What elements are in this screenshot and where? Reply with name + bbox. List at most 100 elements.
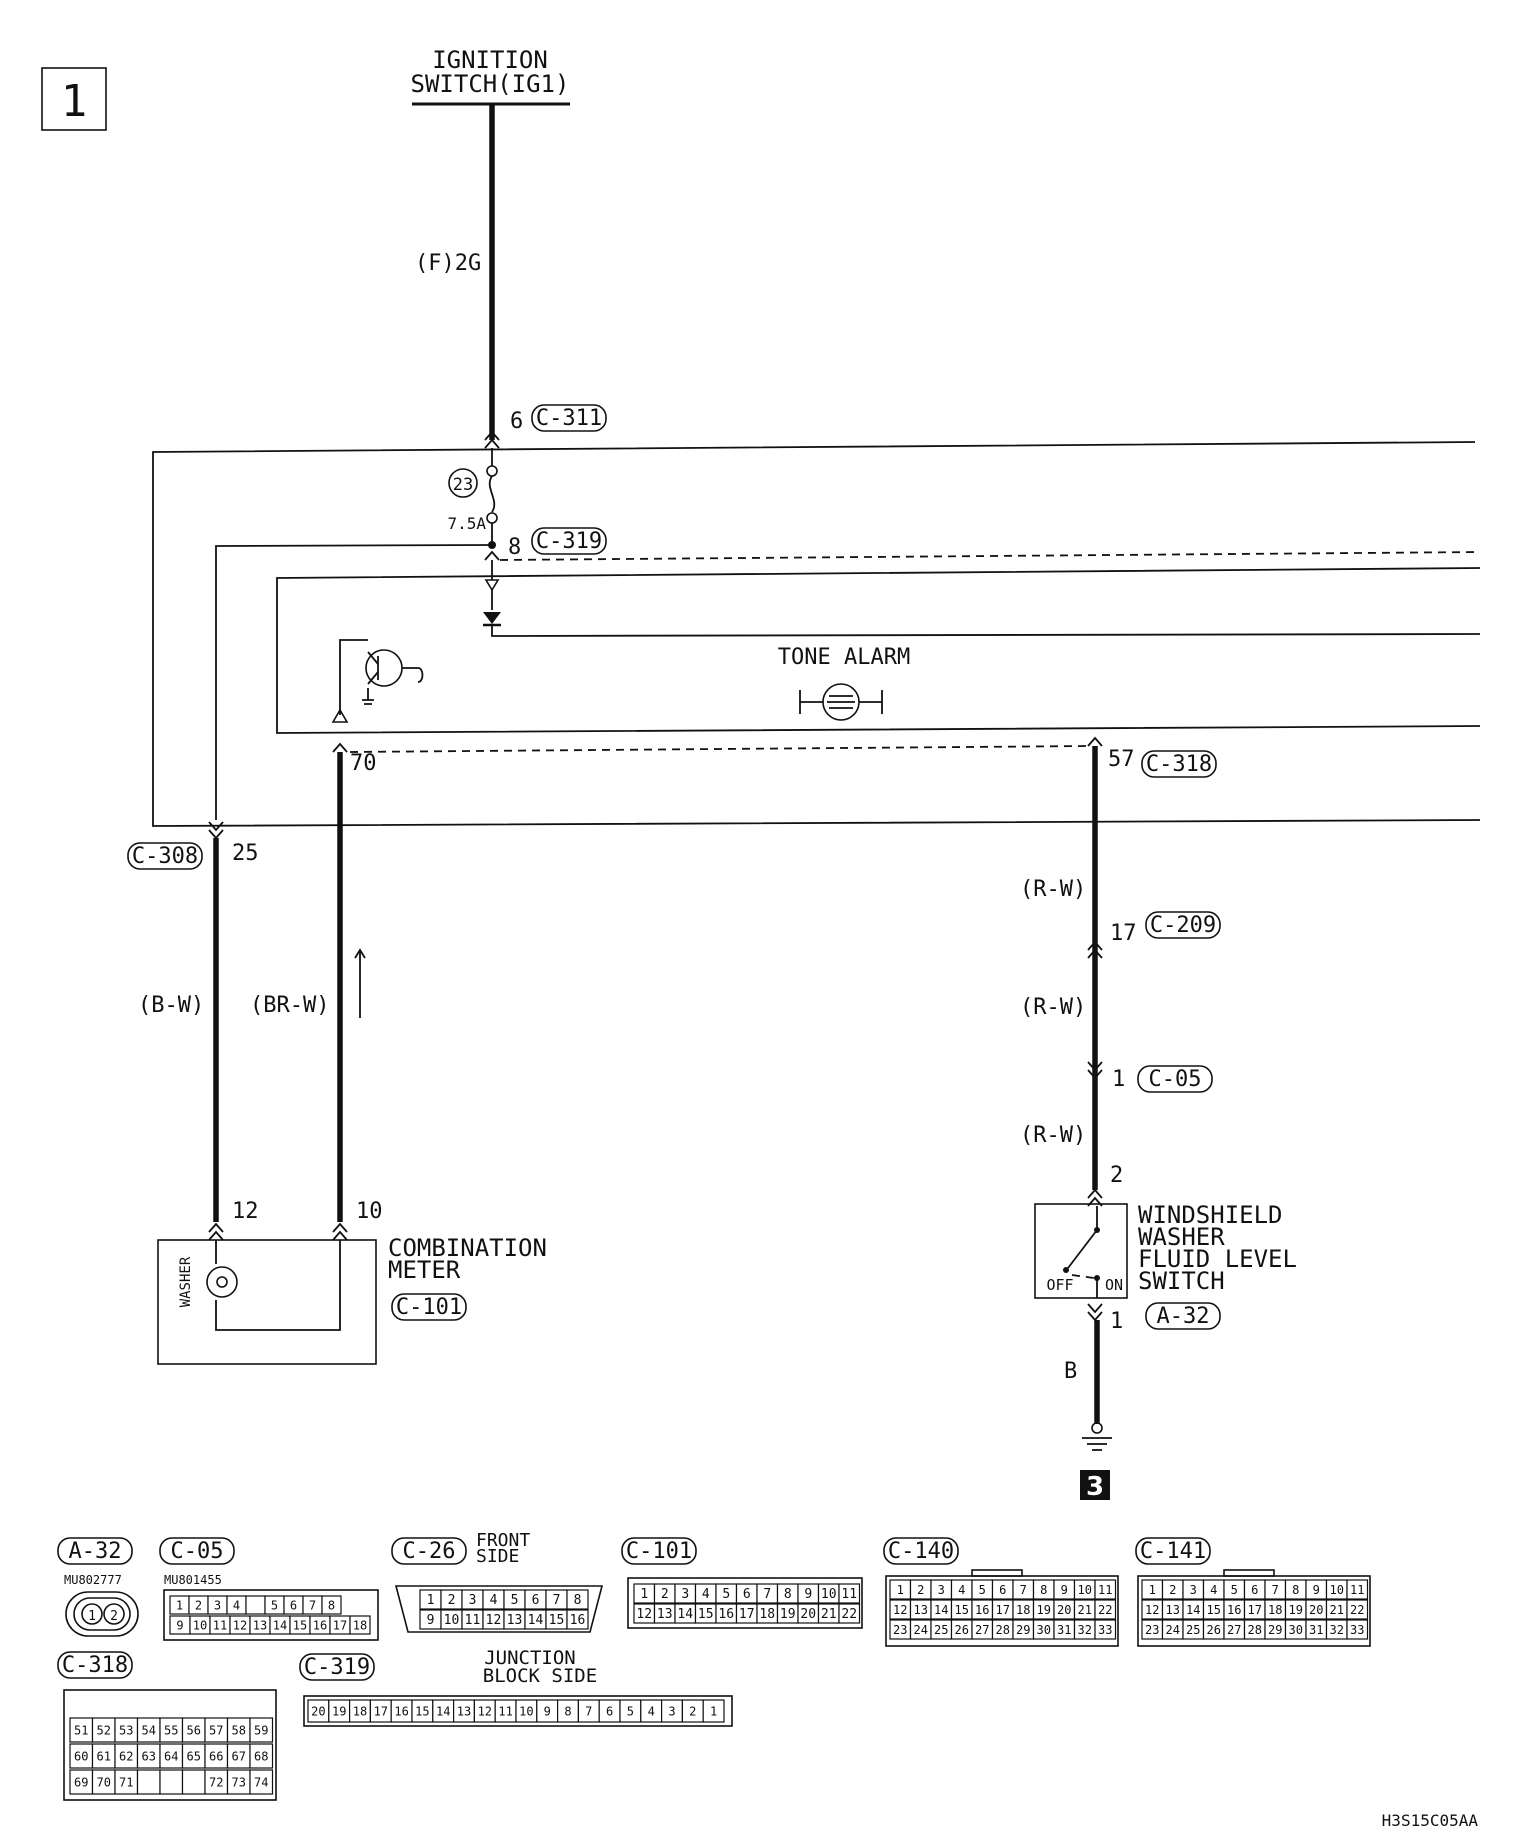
legend-c319-name: C-319: [304, 1655, 370, 1680]
c05-pin: 11: [213, 1618, 227, 1632]
c101-pin: 9: [804, 1587, 812, 1602]
c319-pin: 18: [353, 1704, 367, 1718]
c319-pin: 5: [627, 1704, 634, 1718]
c319-pin: 17: [374, 1704, 388, 1718]
c318-pin: 61: [97, 1749, 111, 1763]
c319-pin: 13: [457, 1704, 471, 1718]
c140-pin: 5: [979, 1583, 986, 1597]
c140-pin: 10: [1078, 1583, 1092, 1597]
c101-pin: 3: [681, 1587, 689, 1602]
c308-name: C-308: [132, 844, 198, 869]
legend-c319-junction2: BLOCK SIDE: [483, 1665, 597, 1687]
c141-pin: 16: [1227, 1603, 1241, 1617]
c319-pin: 16: [394, 1704, 408, 1718]
switch-off-label: OFF: [1046, 1276, 1073, 1294]
c26-pin: 14: [528, 1613, 544, 1628]
connector-c308: C-308 25: [127, 821, 259, 1222]
bw-label: (B-W): [138, 993, 204, 1018]
c26-pin: 2: [448, 1593, 456, 1608]
c209-pin: 17: [1110, 921, 1137, 946]
c140-pin: 8: [1040, 1583, 1047, 1597]
c101-pin: 14: [677, 1607, 693, 1622]
c141-pin: 4: [1210, 1583, 1217, 1597]
c319-name: C-319: [536, 529, 602, 554]
c141-pin: 30: [1289, 1623, 1303, 1637]
meter-pin10: 10: [356, 1199, 383, 1224]
c101-pin: 19: [780, 1607, 796, 1622]
c05-pin: 8: [328, 1598, 335, 1612]
meter-line2: METER: [388, 1256, 461, 1284]
c05-pin: 17: [333, 1618, 347, 1632]
continuation-number: 3: [1086, 1472, 1104, 1502]
meter-line1: COMBINATION: [388, 1234, 547, 1262]
c318-pin: 69: [74, 1775, 88, 1789]
c318-pin: 67: [232, 1749, 246, 1763]
rw-wire: 57 C-318 (R-W) 17 C-209 (R-W) 1 C-05 (R-…: [1020, 736, 1221, 1190]
c101-pin: 6: [743, 1587, 751, 1602]
c05-pin: 2: [195, 1598, 202, 1612]
c318-pin: 62: [119, 1749, 133, 1763]
connector-c319: 8 C-319: [484, 527, 607, 561]
c140-pin: 14: [934, 1603, 948, 1617]
tone-alarm: TONE ALARM: [778, 645, 910, 721]
a32-pin-bottom: 1: [1110, 1309, 1123, 1334]
c318-pin: 63: [142, 1749, 156, 1763]
switch-line1: WINDSHIELD: [1138, 1201, 1283, 1229]
c318-pin: 71: [119, 1775, 133, 1789]
c141-pin: 26: [1207, 1623, 1221, 1637]
c141-pin: 23: [1145, 1623, 1159, 1637]
c318-pin: 64: [164, 1749, 178, 1763]
c141-pin: 14: [1186, 1603, 1200, 1617]
legend-c140-name: C-140: [888, 1539, 954, 1564]
c140-pin: 3: [938, 1583, 945, 1597]
direction-arrow: [354, 948, 366, 1018]
c311-pin: 6: [510, 409, 523, 434]
page-number: 1: [61, 76, 88, 127]
c319-pin: 15: [415, 1704, 429, 1718]
c05-pin: 1: [1112, 1067, 1125, 1092]
harness-outline-outer: [152, 441, 1481, 827]
c26-cell: [566, 1589, 589, 1610]
c141-pin: 19: [1289, 1603, 1303, 1617]
c101-pin: 21: [821, 1607, 837, 1622]
switch-line2: WASHER: [1138, 1223, 1225, 1251]
c318-pin: 58: [232, 1723, 246, 1737]
c319-pin: 6: [606, 1704, 613, 1718]
c101-pin: 4: [702, 1587, 710, 1602]
c319-pin: 9: [544, 1704, 551, 1718]
rw-label-2: (R-W): [1020, 995, 1086, 1020]
c140-pin: 18: [1016, 1603, 1030, 1617]
rw-label-1: (R-W): [1020, 877, 1086, 902]
c140-pin: 2: [917, 1583, 924, 1597]
c141-pin: 21: [1330, 1603, 1344, 1617]
c141-pin: 11: [1350, 1583, 1364, 1597]
c05-pin: 14: [273, 1618, 287, 1632]
c05-pin: 18: [353, 1618, 367, 1632]
c101-pin: 2: [661, 1587, 669, 1602]
c26-pin: 3: [469, 1593, 477, 1608]
wire-2g-label: (F)2G: [415, 251, 481, 276]
c318-pin: 65: [187, 1749, 201, 1763]
c140-pin: 30: [1037, 1623, 1051, 1637]
switch-on-label: ON: [1105, 1276, 1123, 1294]
brw-label: (BR-W): [250, 993, 329, 1018]
c140-pin: 29: [1016, 1623, 1030, 1637]
c318-cell: [249, 1743, 274, 1769]
c318-pin: 72: [209, 1775, 223, 1789]
c141-pin: 3: [1190, 1583, 1197, 1597]
c141-pin: 24: [1166, 1623, 1180, 1637]
c141-pin: 25: [1186, 1623, 1200, 1637]
c26-pin: 6: [532, 1593, 540, 1608]
c26-pin: 8: [574, 1593, 582, 1608]
c141-cell: [1346, 1619, 1369, 1640]
c140-pin: 23: [893, 1623, 907, 1637]
c141-pin: 1: [1149, 1583, 1156, 1597]
c141-pin: 2: [1169, 1583, 1176, 1597]
branch-to-c308: [215, 544, 493, 820]
c05-pin: 15: [293, 1618, 307, 1632]
c140-pin: 24: [914, 1623, 928, 1637]
fuse-rating: 7.5A: [447, 514, 486, 533]
c141-cell: [1346, 1579, 1369, 1600]
legend-c05-name: C-05: [171, 1539, 224, 1564]
c140-pin: 15: [955, 1603, 969, 1617]
